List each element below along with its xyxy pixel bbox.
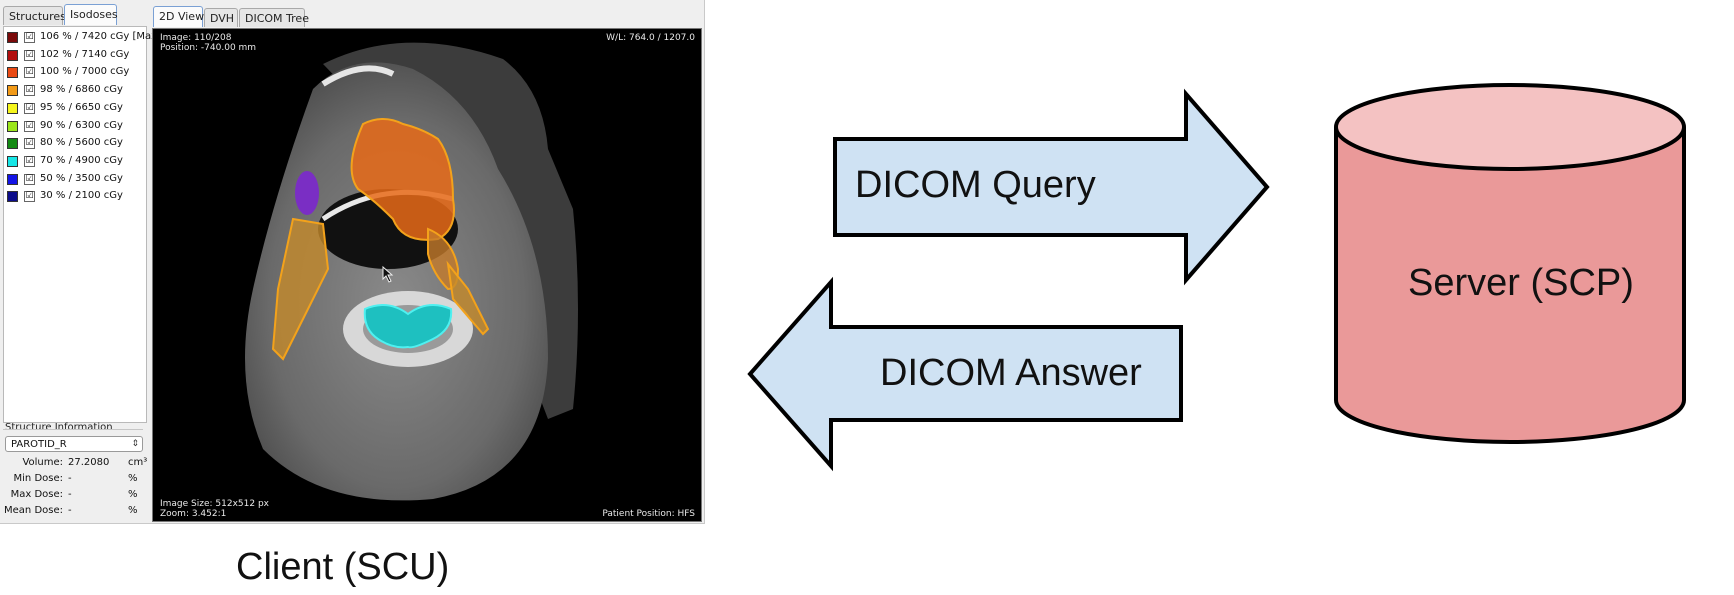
isodose-color-swatch [7, 138, 18, 149]
mean-dose-unit: % [128, 505, 138, 516]
zoom-readout: Zoom: 3.452:1 [160, 509, 226, 519]
isodose-color-swatch [7, 50, 18, 61]
isodose-label: 98 % / 6860 cGy [40, 84, 123, 95]
isodose-label: 102 % / 7140 cGy [40, 49, 129, 60]
image-index-readout: Image: 110/208 [160, 33, 231, 43]
isodose-checkbox[interactable]: ☑ [24, 85, 35, 96]
min-dose-label: Min Dose: [3, 473, 63, 484]
isodose-label: 50 % / 3500 cGy [40, 173, 123, 184]
isodose-checkbox[interactable]: ☑ [24, 50, 35, 61]
isodose-color-swatch [7, 121, 18, 132]
dicom-answer-label: DICOM Answer [880, 352, 1142, 395]
min-dose-unit: % [128, 473, 138, 484]
isodose-color-swatch [7, 67, 18, 78]
isodose-checkbox[interactable]: ☑ [24, 138, 35, 149]
window-level-readout: W/L: 764.0 / 1207.0 [606, 33, 695, 43]
isodose-label: 90 % / 6300 cGy [40, 120, 123, 131]
isodose-color-swatch [7, 174, 18, 185]
structure-select-value: PAROTID_R [11, 439, 67, 450]
isodose-label: 106 % / 7420 cGy [Max [40, 31, 157, 42]
server-cylinder-top [1336, 85, 1684, 169]
ct-image-viewer[interactable]: Image: 110/208 Position: -740.00 mm W/L:… [152, 28, 702, 522]
isodose-color-swatch [7, 32, 18, 43]
isodose-label: 95 % / 6650 cGy [40, 102, 123, 113]
isodose-checkbox[interactable]: ☑ [24, 174, 35, 185]
ct-slice-image [153, 29, 701, 521]
max-dose-value: - [68, 489, 72, 500]
max-dose-label: Max Dose: [3, 489, 63, 500]
client-label: Client (SCU) [236, 546, 449, 589]
tab-structures[interactable]: Structures [3, 6, 63, 25]
max-dose-row: Max Dose: - % [3, 489, 148, 504]
isodose-label: 30 % / 2100 cGy [40, 190, 123, 201]
position-readout: Position: -740.00 mm [160, 43, 256, 53]
isodose-checkbox[interactable]: ☑ [24, 121, 35, 132]
mean-dose-value: - [68, 505, 72, 516]
isodose-label: 100 % / 7000 cGy [40, 66, 129, 77]
isodose-checkbox[interactable]: ☑ [24, 191, 35, 202]
min-dose-value: - [68, 473, 72, 484]
structure-info-divider [3, 429, 143, 430]
isodose-color-swatch [7, 156, 18, 167]
max-dose-unit: % [128, 489, 138, 500]
volume-label: Volume: [3, 457, 63, 468]
isodose-checkbox[interactable]: ☑ [24, 103, 35, 114]
tab-isodoses[interactable]: Isodoses [64, 4, 117, 25]
mean-dose-row: Mean Dose: - % [3, 505, 148, 520]
isodose-color-swatch [7, 85, 18, 96]
client-application-window: Structures Isodoses 2D View DVH DICOM Tr… [0, 0, 705, 524]
volume-value: 27.2080 [68, 457, 109, 468]
isodose-label: 70 % / 4900 cGy [40, 155, 123, 166]
structure-select[interactable]: PAROTID_R ⇕ [5, 436, 143, 452]
volume-unit: cm³ [128, 457, 147, 468]
tab-dvh[interactable]: DVH [204, 8, 238, 27]
mean-dose-label: Mean Dose: [3, 505, 63, 516]
isodose-color-swatch [7, 191, 18, 202]
purple-structure [295, 171, 319, 215]
isodose-checkbox[interactable]: ☑ [24, 156, 35, 167]
isodose-color-swatch [7, 103, 18, 114]
isodose-checkbox[interactable]: ☑ [24, 32, 35, 43]
image-size-readout: Image Size: 512x512 px [160, 499, 269, 509]
structure-info-title: Structure Information [5, 422, 113, 433]
updown-arrow-icon: ⇕ [131, 437, 139, 452]
dicom-query-label: DICOM Query [855, 164, 1096, 207]
min-dose-row: Min Dose: - % [3, 473, 148, 488]
tab-2d-view[interactable]: 2D View [153, 6, 203, 27]
patient-position-readout: Patient Position: HFS [602, 509, 695, 519]
tab-dicom-tree[interactable]: DICOM Tree [239, 8, 305, 27]
isodose-label: 80 % / 5600 cGy [40, 137, 123, 148]
volume-row: Volume: 27.2080 cm³ [3, 457, 148, 472]
isodose-checkbox[interactable]: ☑ [24, 67, 35, 78]
server-label: Server (SCP) [1408, 262, 1634, 305]
